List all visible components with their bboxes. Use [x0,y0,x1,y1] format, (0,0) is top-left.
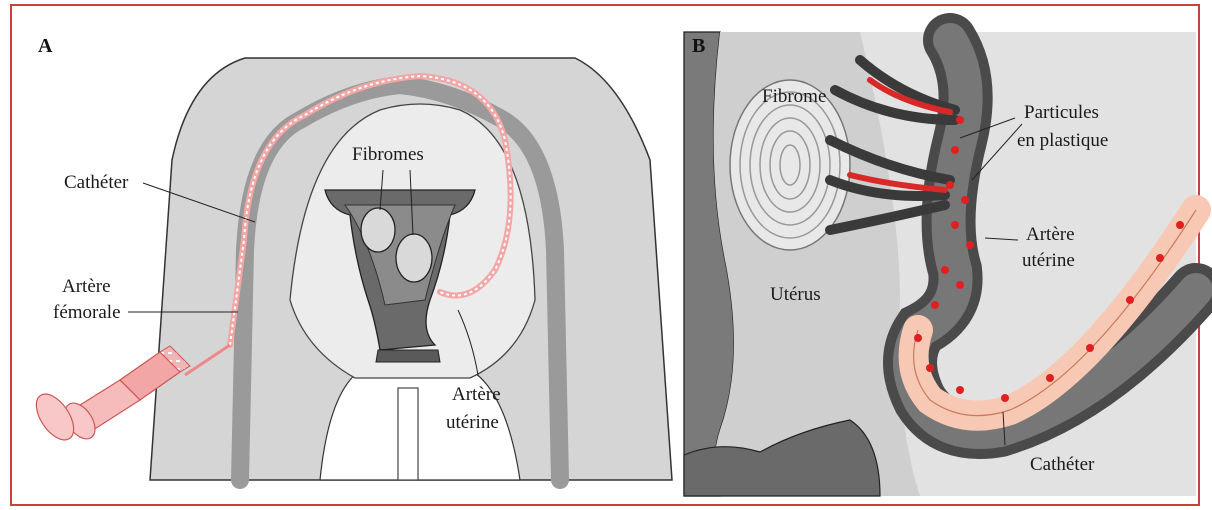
label-fibroid: Fibrome [762,86,826,107]
panel-b: B Fibrome Particules en plastique Artère… [684,32,1196,496]
fibroid-left [361,208,395,252]
label-uterine-artery-a-2: utérine [446,412,499,433]
fibroid-right [396,234,432,282]
label-femoral-artery-1: Artère [62,276,111,297]
panel-letter-b: B [692,35,705,57]
panel-letter-a: A [38,35,53,57]
label-uterus: Utérus [770,284,821,305]
vaginal-canal [398,388,418,480]
label-particles-2: en plastique [1017,130,1108,151]
label-catheter-b: Cathéter [1030,454,1095,475]
label-fibroids: Fibromes [352,144,424,165]
label-femoral-artery-2: fémorale [53,302,121,323]
label-catheter-a: Cathéter [64,172,129,193]
label-particles-1: Particules [1024,102,1099,123]
panel-a: A Cathéter Artère fémorale Fibromes Artè… [29,35,672,480]
label-uterine-artery-b-1: Artère [1026,224,1075,245]
label-uterine-artery-b-2: utérine [1022,250,1075,271]
label-uterine-artery-a-1: Artère [452,384,501,405]
cervix [376,350,440,362]
